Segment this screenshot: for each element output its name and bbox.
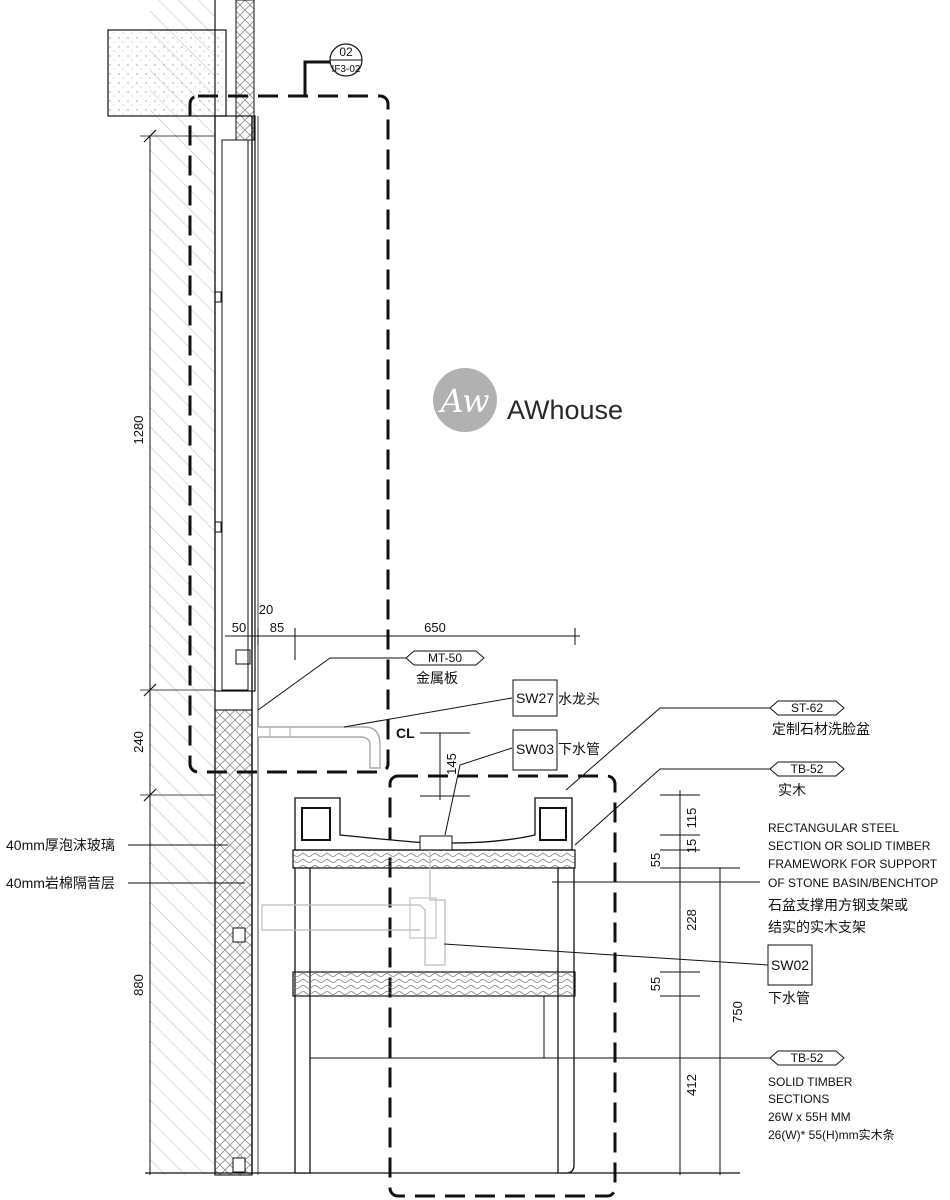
tag-st62-name: 定制石材洗脸盆 [772,721,870,737]
watermark: Aw AWhouse [433,368,623,432]
dim-20: 20 [259,602,273,617]
top-dimensions: 20 50 85 650 [225,602,580,660]
dim-85: 85 [270,620,284,635]
tag-tb52-bottom: TB-52 [769,1050,845,1066]
watermark-logo-icon [433,368,497,432]
tag-st62-code: ST-62 [791,701,823,715]
dim-145: 145 [444,753,459,775]
dim-750: 750 [730,1001,745,1023]
tag-tb52-top: TB-52 实木 [769,761,845,798]
dim-228: 228 [684,909,699,931]
dim-115: 115 [684,808,699,829]
note-steel-line-6: 结实的实木支架 [768,919,866,935]
box-sw02-name: 下水管 [768,990,810,1006]
note-timber-line-1: SOLID TIMBER [768,1075,853,1089]
dim-412: 412 [684,1074,699,1096]
dim-faucet: 145 CL [396,725,470,800]
leaders [128,657,770,1059]
note-steel-framework: RECTANGULAR STEEL SECTION OR SOLID TIMBE… [768,821,938,935]
note-steel-line-1: RECTANGULAR STEEL [768,821,899,835]
basin-assembly [261,797,576,1174]
bubble-top: 02 [339,45,353,59]
tag-tb52-top-code: TB-52 [791,762,824,776]
box-sw03-code: SW03 [516,741,554,757]
left-dimensions: 1280 240 880 [131,129,215,1175]
box-sw27-name: 水龙头 [558,691,600,707]
dim-240: 240 [131,731,146,753]
centerline-symbol: CL [396,725,415,741]
label-rock-wool: 40mm岩棉隔音层 [6,875,115,891]
label-foam-glass: 40mm厚泡沫玻璃 [6,837,115,853]
box-sw02-code: SW02 [771,957,809,973]
note-solid-timber: SOLID TIMBER SECTIONS 26W x 55H MM 26(W)… [768,1075,895,1142]
detail-bubble: 02 IF3-02 [303,43,363,96]
metal-panel-frame [214,115,256,692]
note-timber-line-3: 26W x 55H MM [768,1110,851,1124]
tag-tb52-bottom-code: TB-52 [791,1051,824,1065]
note-steel-line-5: 石盆支撑用方钢支架或 [768,897,908,913]
tag-mt50-name: 金属板 [416,670,458,686]
metal-panel-inner [221,139,249,691]
box-sw03-name: 下水管 [558,741,600,757]
dim-50: 50 [232,620,246,635]
dim-55-bottom: 55 [648,977,663,991]
right-dimensions: 115 15 55 228 55 412 750 [648,790,745,1175]
tag-st62: ST-62 定制石材洗脸盆 [769,700,870,737]
note-timber-line-4: 26(W)* 55(H)mm实木条 [768,1127,895,1142]
note-steel-line-4: OF STONE BASIN/BENCHTOP [768,876,938,890]
watermark-text: AWhouse [507,395,623,425]
concrete-slab [107,29,227,117]
dim-650: 650 [424,620,446,635]
tag-tb52-top-name: 实木 [778,782,806,798]
detail-callout-upper [188,94,390,774]
wall-hatch [150,0,215,1175]
svg-text:Aw: Aw [437,382,489,420]
note-steel-line-2: SECTION OR SOLID TIMBER [768,839,931,853]
tag-mt50-code: MT-50 [428,651,462,665]
dim-15: 15 [684,839,699,853]
tag-mt50: MT-50 金属板 [405,650,485,686]
box-sw02: SW02 下水管 [767,944,813,1006]
note-timber-line-2: SECTIONS [768,1092,829,1106]
dim-55-top: 55 [648,853,663,867]
wall-structure [107,0,740,1176]
bubble-bottom: IF3-02 [332,64,361,75]
dim-1280: 1280 [131,416,146,445]
box-sw03: SW03 下水管 [512,729,600,771]
note-steel-line-3: FRAMEWORK FOR SUPPORT [768,857,938,871]
dim-880: 880 [131,974,146,996]
box-sw27: SW27 水龙头 [512,679,600,717]
faucet [258,726,381,769]
box-sw27-code: SW27 [516,690,554,706]
